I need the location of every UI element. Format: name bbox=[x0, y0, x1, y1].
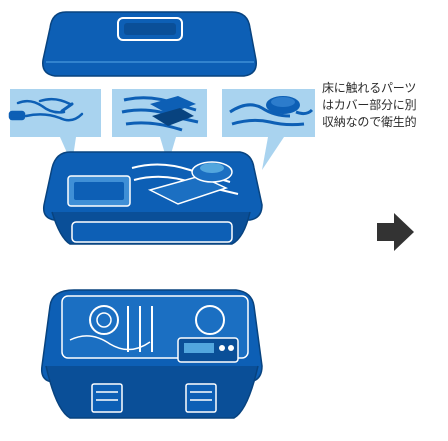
case-lid bbox=[42, 11, 257, 77]
floor-nozzle-icon bbox=[121, 96, 199, 132]
caption-line-3: 収納なので衛生的 bbox=[322, 115, 417, 129]
storage-tray bbox=[42, 151, 263, 245]
base-unit bbox=[40, 289, 263, 419]
caption-line-1: 床に触れるパーツ bbox=[322, 81, 417, 95]
callout-panel-drain bbox=[222, 89, 315, 170]
callout-panel-nozzle bbox=[112, 89, 207, 164]
latch-left bbox=[91, 383, 123, 413]
caption: 床に触れるパーツ はカバー部分に別 収納なので衛生的 bbox=[322, 80, 446, 131]
lid-handle bbox=[117, 17, 183, 41]
hose-icon bbox=[8, 97, 84, 122]
arrow-right-icon bbox=[377, 213, 414, 251]
drain-pipe-icon bbox=[229, 96, 314, 127]
latch-right bbox=[185, 383, 217, 413]
caption-line-2: はカバー部分に別 bbox=[322, 98, 417, 112]
